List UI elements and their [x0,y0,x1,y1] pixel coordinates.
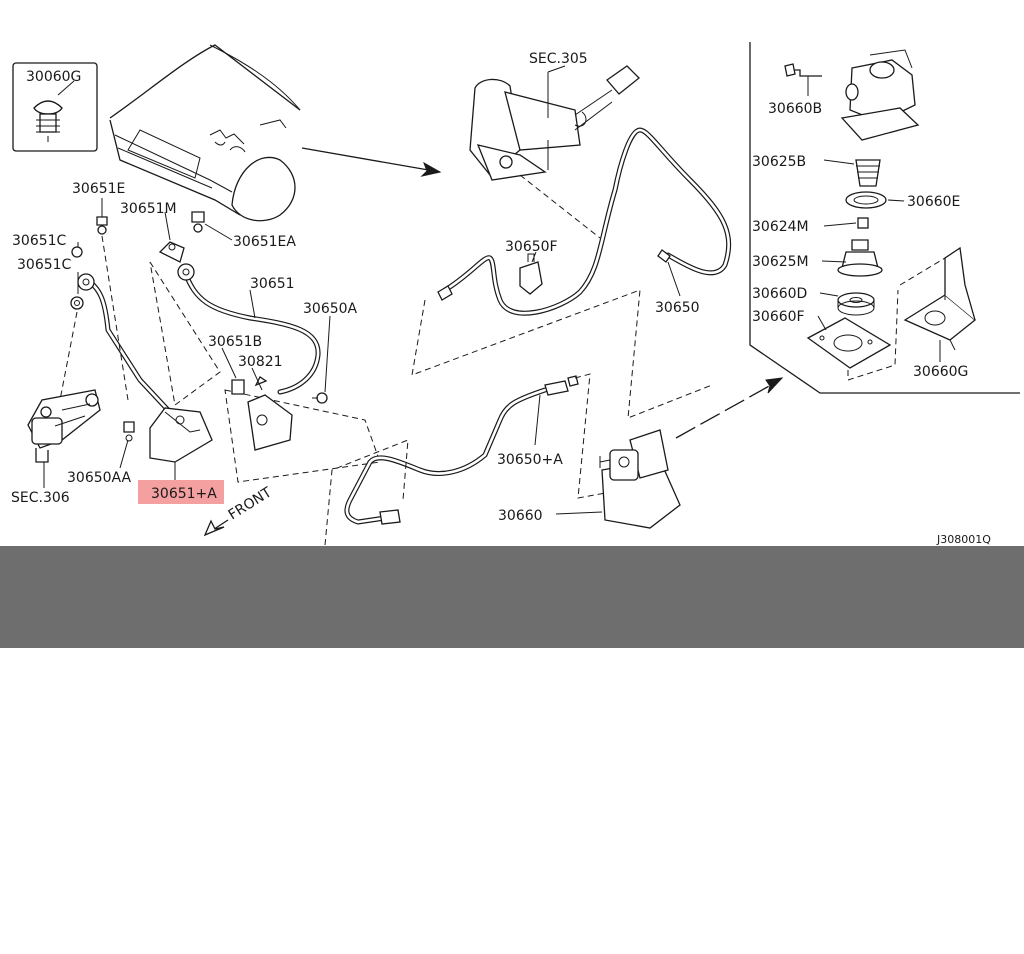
part-30660F [806,317,892,369]
arrow-head-icon [420,161,442,177]
part-30660E [845,191,887,209]
label-30651-plus-a: 30651+A [151,486,217,502]
parts-diagram: 30060G 30651E 30651M 30651EA 30651C 3065… [11,42,1020,546]
footer-caption: NISSAN INFINITI - 3085531U12 N - 30651+A [0,546,1024,821]
label-30650A: 30650A [303,301,358,317]
label-30625B: 30625B [752,154,806,170]
label-sec306: SEC.306 [11,490,70,506]
label-sec305: SEC.305 [529,51,588,67]
footer-bar: NISSAN INFINITI - 3085531U12 N - 30651+A [0,546,1024,821]
highlight-box [138,480,224,504]
label-30651B: 30651B [208,334,262,350]
arrow-to-detail [675,379,781,439]
detail-panel-border [749,42,1020,394]
master-cylinder [469,65,640,181]
label-30060G: 30060G [26,69,81,85]
label-30650AA: 30650AA [67,470,132,486]
leader-lines [43,65,941,515]
label-30651C-a: 30651C [12,233,67,249]
label-30651C-b: 30651C [17,257,72,273]
vehicle-outline [109,44,301,222]
part-30660D [837,292,875,316]
part-30624M [857,217,869,229]
label-30660E: 30660E [907,194,960,210]
cylinder-30660 [599,429,681,529]
diagram-canvas: 30060G 30651E 30651M 30651EA 30651C 3065… [11,42,1020,546]
footer-brand-part-number: NISSAN INFINITI - 3085531U12 [95,678,624,719]
part-30625M [837,239,883,277]
label-30650F: 30650F [505,239,558,255]
label-30650: 30650 [655,300,700,316]
label-30650-plus-a: 30650+A [497,452,563,468]
label-30651E: 30651E [72,181,125,197]
operating-cylinder [27,389,101,463]
diagram-code: J308001Q [936,533,991,546]
label-30821: 30821 [238,354,283,370]
label-30660G: 30660G [913,364,968,380]
label-30651: 30651 [250,276,295,292]
arrow-to-master-cylinder [301,147,441,173]
label-30660B: 30660B [768,101,822,117]
label-30625M: 30625M [752,254,809,270]
label-30624M: 30624M [752,219,809,235]
footer-diagram-ref: N - 30651+A [710,780,914,821]
part-30625B [855,159,881,187]
clip-30060G-inset [12,62,98,152]
bracket-assembly [59,211,381,483]
part-30660G [903,246,977,351]
label-30660: 30660 [498,508,543,524]
part-30660B [784,49,920,141]
label-30651M: 30651M [120,201,177,217]
label-front: FRONT [226,484,275,523]
label-30660F: 30660F [752,309,805,325]
label-30660D: 30660D [752,286,807,302]
label-30651EA: 30651EA [233,234,296,250]
